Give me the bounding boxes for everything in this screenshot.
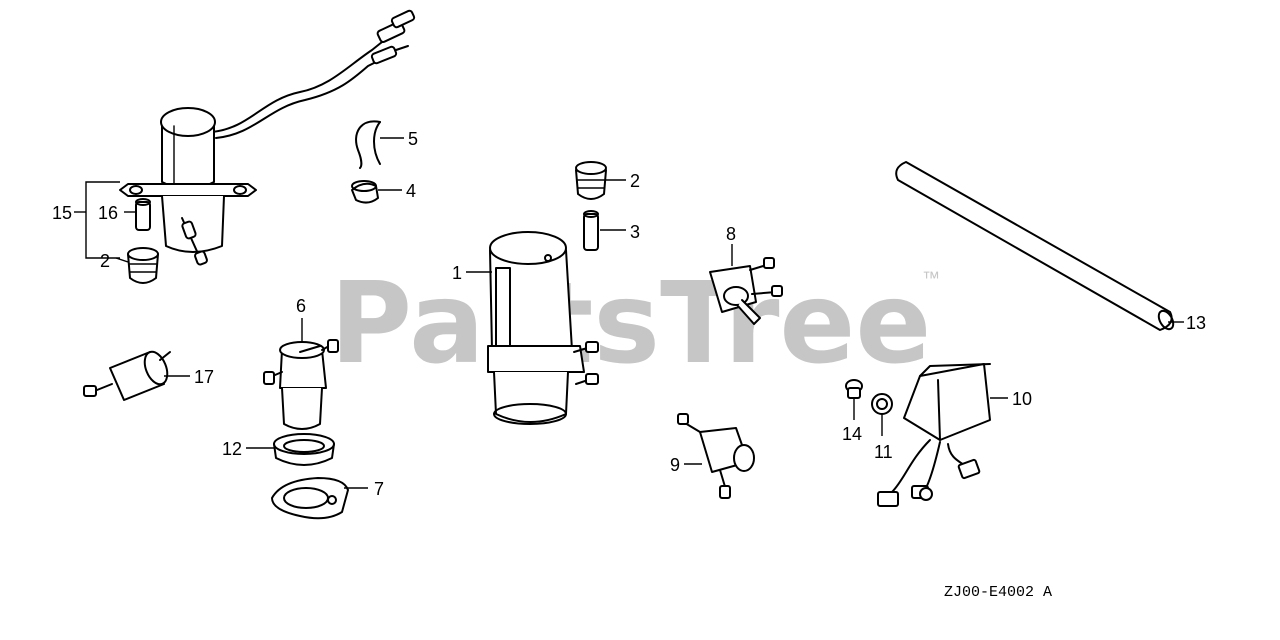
callout-4: 4 <box>406 181 416 201</box>
callout-5: 5 <box>408 129 418 149</box>
watermark-text: PartsTree <box>330 259 931 389</box>
part-16-spacer[interactable] <box>135 198 151 231</box>
part-12-o-ring[interactable] <box>273 433 335 466</box>
part-14-screw[interactable] <box>845 379 863 399</box>
callout-12: 12 <box>222 439 242 459</box>
callout-14: 14 <box>842 424 862 444</box>
diagram-code: ZJ00-E4002 A <box>944 584 1052 601</box>
watermark-trademark: ™ <box>922 268 940 288</box>
callout-7: 7 <box>374 479 384 499</box>
part-10-control-unit[interactable] <box>877 363 991 507</box>
part-8-fuel-cock[interactable] <box>709 257 783 325</box>
callout-9: 9 <box>670 455 680 475</box>
callout-2-left: 2 <box>100 251 110 271</box>
callout-8: 8 <box>726 224 736 244</box>
callout-6: 6 <box>296 296 306 316</box>
callout-17: 17 <box>194 367 214 387</box>
part-6-fuel-filter[interactable] <box>263 339 339 430</box>
callout-1: 1 <box>452 263 462 283</box>
part-5-clip[interactable] <box>355 120 381 169</box>
callout-13: 13 <box>1186 313 1206 333</box>
part-7-gasket[interactable] <box>271 477 349 520</box>
part-2-grommet-center[interactable] <box>575 161 607 200</box>
part-4-cap[interactable] <box>351 180 379 204</box>
callout-15: 15 <box>52 203 72 223</box>
part-11-collar[interactable] <box>871 393 893 415</box>
callout-2-center: 2 <box>630 171 640 191</box>
part-3-spacer[interactable] <box>583 210 599 251</box>
callout-3: 3 <box>630 222 640 242</box>
part-17-inline-fuel-filter[interactable] <box>83 348 172 401</box>
part-1-fuel-pump[interactable] <box>487 231 599 425</box>
part-9-valve[interactable] <box>677 413 755 499</box>
callout-10: 10 <box>1012 389 1032 409</box>
part-13-fuel-tube[interactable] <box>895 161 1176 332</box>
callout-16: 16 <box>98 203 118 223</box>
part-15-fuel-pump-assembly[interactable] <box>119 9 416 266</box>
part-2-grommet-left[interactable] <box>127 247 159 284</box>
callout-11: 11 <box>874 442 893 462</box>
